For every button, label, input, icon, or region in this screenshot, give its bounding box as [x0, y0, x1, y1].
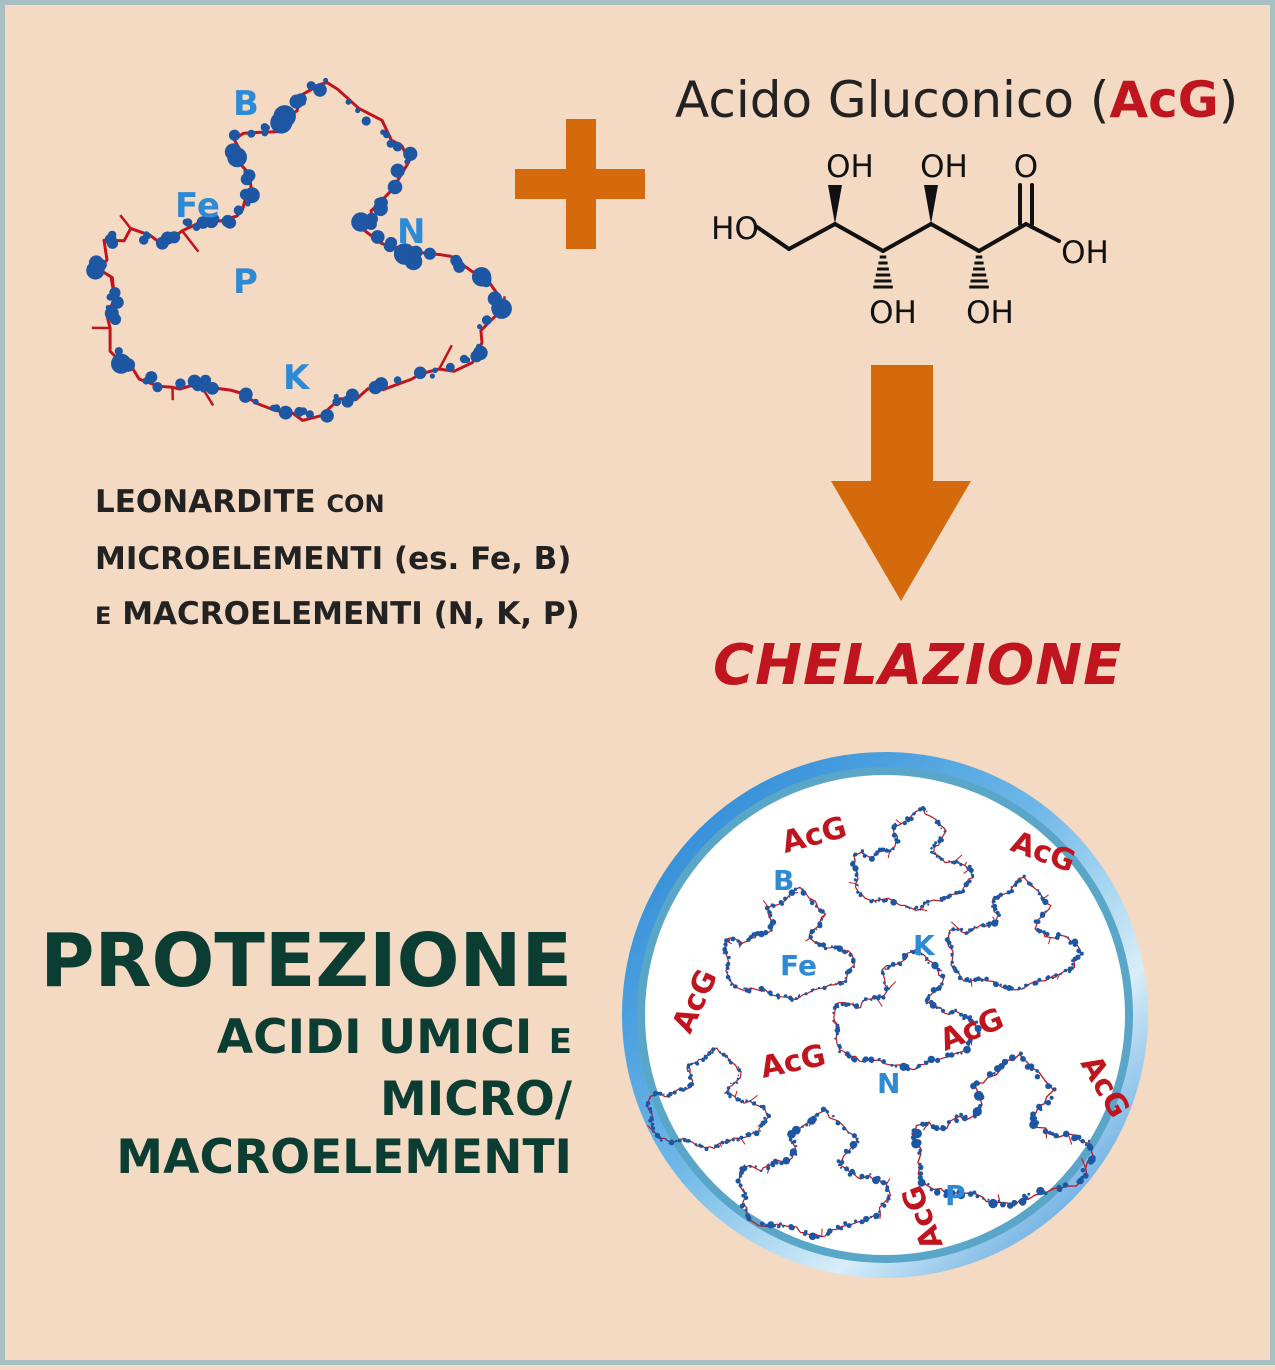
- circle-label-k: K: [913, 929, 936, 962]
- circle-label-fe: Fe: [780, 949, 817, 982]
- circle-label-b: B: [773, 864, 794, 897]
- circle-label-p: P: [945, 1179, 966, 1212]
- chelation-result-circle: AcG AcG AcG AcG AcG AcG AcG B Fe K N P: [5, 5, 1275, 1370]
- circle-label-n: N: [877, 1067, 900, 1100]
